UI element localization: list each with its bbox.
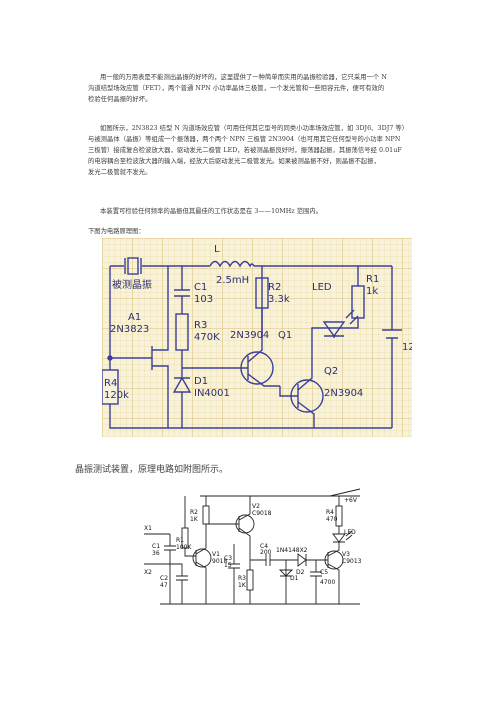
label-R3-value: 1K	[238, 582, 247, 589]
label-voltage: 12v	[402, 342, 412, 353]
text-line: 检验任何晶振的好坏。	[88, 96, 152, 103]
paragraph-description: 如图所示，2N3823 结型 N 沟道场效应管（可用任何其它型号的同类小功率场效…	[88, 123, 433, 178]
paragraph-intro: 用一般的万用表是不能测出晶振的好坏的，这里提供了一种简单而实用的晶振检验器，它只…	[88, 72, 433, 105]
label-R4-value: 120k	[104, 390, 129, 401]
label-V2: V2	[252, 503, 260, 510]
label-C3-value: 15	[224, 562, 232, 569]
label-Q1-part: 2N3904	[230, 330, 269, 341]
text-line: 本装置可检验任何频率的晶振但其最佳的工作状态是在 3——10MHz 范围内。	[100, 208, 323, 215]
label-X2: X2	[144, 569, 152, 576]
label-C1-value: 36	[152, 550, 160, 557]
label-LED: LED	[344, 529, 356, 536]
label-V2-part: C9018	[252, 510, 272, 517]
label-V3: V3	[342, 551, 350, 558]
figure-caption-1: 下图为电路原理图：	[88, 228, 145, 235]
label-C1: C1	[152, 543, 160, 550]
text-line: 沟道结型场效应管（FET），两个普通 NPN 小功率晶体三极管，一个发光管和一些…	[88, 85, 385, 92]
label-R1-value: 1k	[366, 286, 378, 297]
text-line: 如图所示，2N3823 结型 N 沟道场效应管（可用任何其它型号的同类小功率场效…	[100, 125, 409, 132]
text-line: 与被测晶体（晶振）等组成一个振荡器，两个两个 NPN 三极管 2N3904（也可…	[88, 136, 401, 143]
label-R2-value: 3.3k	[268, 294, 290, 305]
label-V1-part: 9018	[212, 558, 227, 565]
label-A1-part: 2N3823	[110, 324, 149, 335]
label-L: L	[214, 244, 220, 255]
label-L-value: 2.5mH	[216, 275, 249, 286]
label-LED: LED	[312, 282, 332, 293]
figure-caption-2: 晶振测试装置，原理电路如附图所示。	[75, 465, 229, 475]
label-V1: V1	[212, 551, 220, 558]
label-D1: D1	[194, 376, 208, 387]
label-R2-value: 1K	[190, 516, 199, 523]
label-C1-value: 103	[194, 294, 213, 305]
label-R2: R2	[190, 509, 198, 516]
label-C5-value: 4700	[320, 579, 335, 586]
label-C2-value: 47	[160, 582, 168, 589]
label-C1: C1	[194, 282, 207, 293]
label-crystal: 被测晶振	[112, 278, 152, 291]
label-C5: C5	[320, 569, 328, 576]
label-R4-value: 470	[326, 516, 338, 523]
text-line: 用一般的万用表是不能测出晶振的好坏的，这里提供了一种简单而实用的晶振检验器，它只…	[100, 74, 387, 81]
label-D1: D1	[290, 575, 299, 582]
label-R1: R1	[366, 274, 379, 285]
label-supply: +6V	[344, 497, 358, 504]
label-D2: D2	[296, 569, 305, 576]
label-R1-value: 100K	[176, 544, 192, 551]
label-Q2: Q2	[324, 366, 338, 377]
label-Q2-part: 2N3904	[324, 388, 363, 399]
label-R3: R3	[238, 575, 246, 582]
label-X1: X1	[144, 525, 152, 532]
paragraph-range: 本装置可检验任何频率的晶振但其最佳的工作状态是在 3——10MHz 范围内。	[88, 206, 433, 217]
label-R2: R2	[268, 282, 281, 293]
label-Q1: Q1	[278, 330, 292, 341]
label-diodes: 1N4148X2	[276, 547, 308, 554]
text-line: 的电容耦合至检波放大器的输入端，经放大后驱动发光二极管发光。如果被测晶振不好，则…	[88, 158, 380, 165]
label-C4-value: 200	[260, 549, 272, 556]
circuit-diagram-1: 被测晶振 L 2.5mH C1 103 R2 3.3k LED R1 1k A1…	[102, 238, 412, 437]
label-R4: R4	[104, 378, 117, 389]
label-R4: R4	[326, 509, 334, 516]
label-R3-value: 470K	[194, 332, 220, 343]
label-R1: R1	[176, 537, 184, 544]
label-V3-part: C9013	[342, 558, 362, 565]
label-C2: C2	[160, 575, 168, 582]
text-line: 三极管）接成复合检波放大器，驱动发光二极管 LED，若被测晶振良好时，振荡器起振…	[88, 147, 402, 154]
label-A1: A1	[128, 312, 141, 323]
label-C4: C4	[260, 543, 268, 550]
text-line: 发光二极管就不发光。	[88, 169, 152, 176]
label-R3: R3	[194, 320, 207, 331]
label-D1-part: IN4001	[194, 388, 230, 399]
label-C3: C3	[224, 555, 232, 562]
circuit-diagram-2: X1 X2 C1 36 C2 47 R1 100K R2 1K V1 9018 …	[130, 484, 370, 624]
